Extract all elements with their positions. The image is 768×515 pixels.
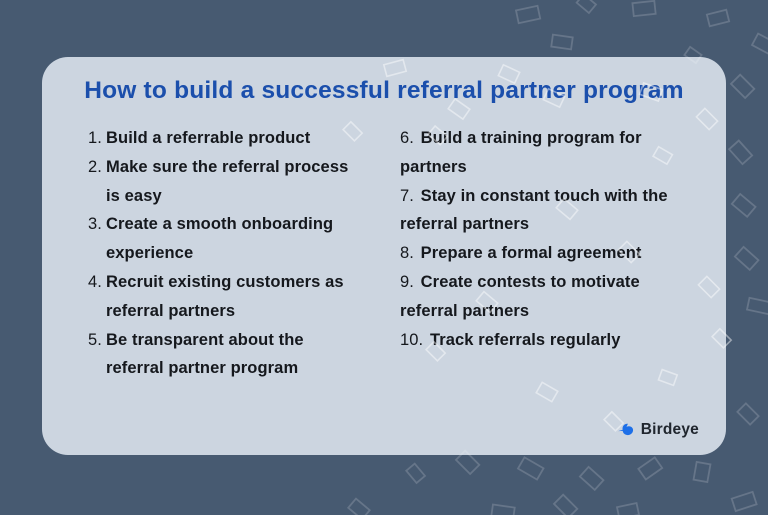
list-text: Build a referrable product xyxy=(106,129,311,147)
list-item: 5.Be transparent about the referral part… xyxy=(85,326,400,384)
bird-icon xyxy=(617,423,633,436)
content-card: How to build a successful referral partn… xyxy=(42,57,726,455)
list-number: 8. xyxy=(400,244,414,263)
list-text: Prepare a formal agreement xyxy=(420,244,642,263)
list-number: 5. xyxy=(88,330,102,349)
list-text: Build a training program for partners xyxy=(400,129,642,176)
list-text: Stay in constant touch with the referral… xyxy=(400,186,668,234)
list-number: 10. xyxy=(400,330,424,349)
list-text: Track referrals regularly xyxy=(429,330,621,349)
list-text: Create a smooth onboarding experience xyxy=(106,215,334,263)
list-text: Recruit existing customers as referral p… xyxy=(106,272,344,320)
list-text: Be transparent about the referral partne… xyxy=(106,330,304,378)
brand-name: Birdeye xyxy=(640,421,699,438)
list-item: 8. Prepare a formal agreement xyxy=(400,239,715,268)
list-number: 7. xyxy=(400,186,414,205)
list-number: 4. xyxy=(88,272,102,291)
birdeye-logo: Birdeye xyxy=(616,420,699,440)
page-title: How to build a successful referral partn… xyxy=(84,77,684,104)
list-item: 7. Stay in constant touch with the refer… xyxy=(400,182,715,240)
list-number: 9. xyxy=(400,272,414,291)
list-left-column: 1.Build a referrable product 2.Make sure… xyxy=(85,124,400,383)
list-number: 3. xyxy=(88,215,102,234)
list-number: 1. xyxy=(88,129,102,147)
list-right-column: 6. Build a training program for partners… xyxy=(400,124,715,383)
list-text: Make sure the referral process is easy xyxy=(106,157,349,205)
list-number: 6. xyxy=(400,129,414,147)
list-item: 1.Build a referrable product xyxy=(85,124,400,153)
list-item: 3.Create a smooth onboarding experience xyxy=(85,210,400,268)
list-text: Create contests to motivate referral par… xyxy=(400,272,640,320)
list-item: 6. Build a training program for partners xyxy=(400,124,715,182)
list-item: 4.Recruit existing customers as referral… xyxy=(85,268,400,326)
list-item: 10. Track referrals regularly xyxy=(400,326,715,355)
two-column-list: 1.Build a referrable product 2.Make sure… xyxy=(42,124,726,383)
list-number: 2. xyxy=(88,157,102,176)
list-item: 9. Create contests to motivate referral … xyxy=(400,268,715,326)
list-item: 2.Make sure the referral process is easy xyxy=(85,153,400,211)
